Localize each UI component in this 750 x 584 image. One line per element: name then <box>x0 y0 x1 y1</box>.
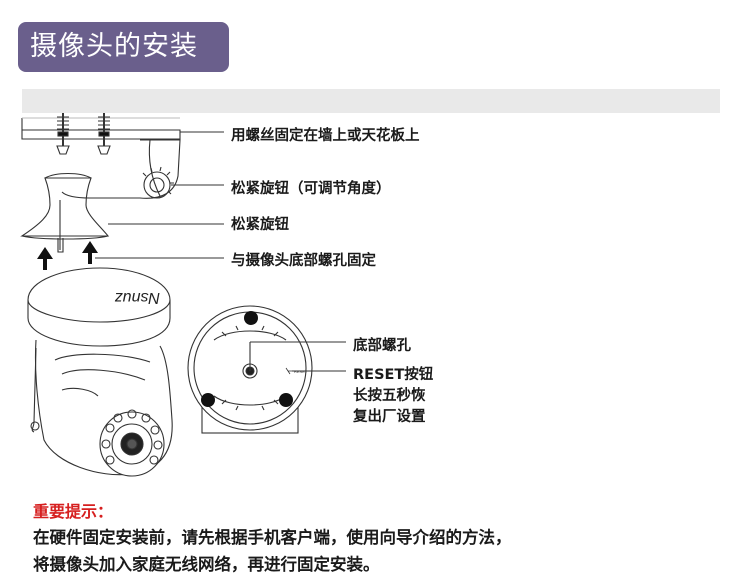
mount-arrows <box>37 241 98 270</box>
callout-reset-line2: 长按五秒恢 <box>353 388 426 404</box>
camera-body <box>27 267 173 477</box>
callout-reset-line1: RESET按钮 <box>353 367 434 383</box>
callout-tighten-knob-adjust: 松紧旋钮（可调节角度） <box>231 181 391 197</box>
reset-small-label: RESET <box>294 369 308 374</box>
page-title: 摄像头的安装 <box>18 22 229 72</box>
screw-hole-left <box>201 393 215 407</box>
screw-left <box>56 113 70 155</box>
wall-plate <box>21 118 181 140</box>
callout-bottom-screw-hole: 底部螺孔 <box>353 338 411 354</box>
bracket-base <box>20 177 110 237</box>
section-divider-bar <box>22 89 720 113</box>
arrow-up-right <box>82 241 98 264</box>
screw-hole-top <box>244 311 258 325</box>
callout-bottom-screw-fix: 与摄像头底部螺孔固定 <box>231 253 376 269</box>
callout-tighten-knob: 松紧旋钮 <box>231 217 289 233</box>
notice-title: 重要提示： <box>33 502 114 521</box>
arrow-up-left <box>37 247 53 270</box>
bracket-arm <box>61 139 181 199</box>
notice-line-1: 在硬件固定安装前，请先根据手机客户端，使用向导介绍的方法， <box>33 528 512 547</box>
callout-wall-mount: 用螺丝固定在墙上或天花板上 <box>231 128 420 144</box>
notice-line-2: 将摄像头加入家庭无线网络，再进行固定安装。 <box>33 555 380 574</box>
camera-bottom-view <box>187 305 346 434</box>
screw-right <box>97 113 111 155</box>
screw-hole-right <box>279 393 293 407</box>
bottom-screw-holes <box>201 311 293 407</box>
knob-adjust <box>143 171 171 199</box>
camera-brand-text: Nsnuz <box>115 289 160 306</box>
callout-reset-line3: 复出厂设置 <box>353 409 426 425</box>
ir-leds <box>101 409 163 465</box>
